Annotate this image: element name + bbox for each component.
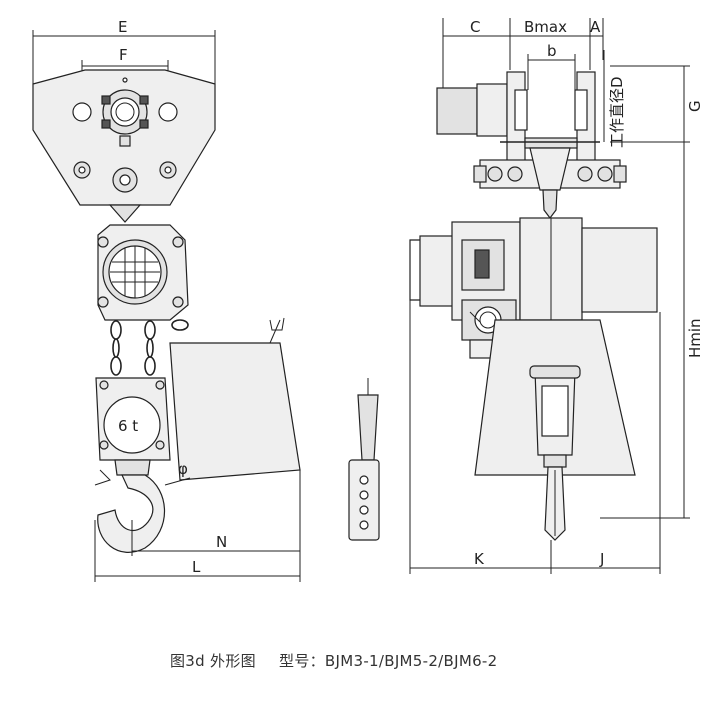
figure-title: 图3d 外形图 [170,652,256,670]
dim-label-phi: φ [178,460,188,478]
side-view: E F [32,18,301,582]
dim-label-k: K [474,550,485,568]
figure-caption: 图3d 外形图 型号：BJM3-1/BJM5-2/BJM6-2 [170,650,516,671]
dim-label-b: b [547,42,557,60]
dim-label-f: F [119,46,128,64]
dim-label-hmin: Hmin [686,318,704,358]
pendant-controller [348,378,380,541]
dim-label-l: L [192,558,201,576]
dim-label-bmax: Bmax [524,18,567,36]
dim-label-j: J [599,550,604,568]
dim-label-g: G [686,100,704,112]
model-number: 型号：BJM3-1/BJM5-2/BJM6-2 [279,652,498,670]
dim-label-e: E [118,18,127,36]
dim-label-a: A [590,18,601,36]
working-diameter-label: 工作直径D [608,76,626,148]
dim-label-n: N [216,533,227,551]
load-label: 6 t [118,417,138,435]
dim-label-c: C [470,18,480,36]
front-view: C Bmax A b 工作直径D G Hmin [409,18,704,574]
